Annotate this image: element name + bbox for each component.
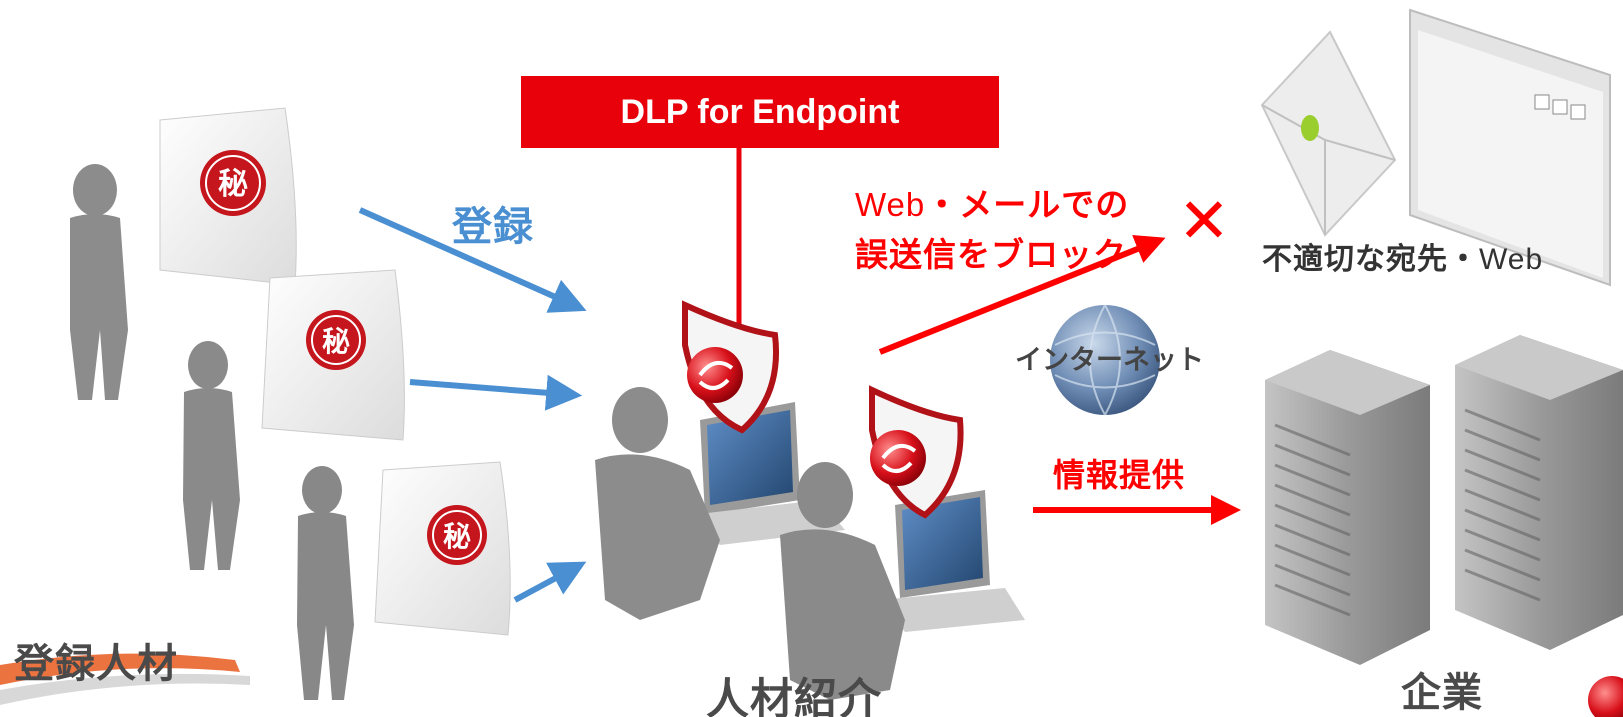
blocked-send-arrow: [878, 234, 1166, 355]
server-icon-2: [1455, 335, 1623, 650]
internet-label: インターネット: [1015, 345, 1204, 376]
block-label-line2: 誤送信をブロック: [855, 235, 1127, 274]
server-icon-1: [1265, 350, 1430, 665]
security-shield-icon-2: [869, 385, 964, 519]
register-arrow-2: [409, 374, 583, 411]
brand-logo-fragment: [1588, 676, 1623, 717]
block-label-mail: ・メールでの: [925, 185, 1130, 224]
staffing-agency-label: 人材紹介: [706, 675, 882, 717]
dlp-for-endpoint-label: DLP for Endpoint: [521, 76, 999, 148]
secret-mark-1: 秘: [218, 167, 248, 202]
blocked-x-icon: ✕: [1178, 184, 1230, 257]
register-arrow-3: [513, 561, 587, 603]
security-shield-icon-1: [682, 300, 779, 434]
block-label-web: Web: [855, 186, 926, 223]
person-silhouette-1: [70, 164, 128, 400]
person-silhouette-3: [297, 466, 354, 700]
block-misdelivery-label: Web・メールでの 誤送信をブロック: [855, 180, 1129, 280]
confidential-document-2: [261, 269, 405, 441]
browser-window-icon: [1409, 8, 1611, 287]
internet-globe-icon: [1050, 304, 1160, 416]
mail-envelope-icon: [1260, 30, 1397, 237]
register-arrow-1: [358, 207, 587, 313]
person-silhouette-2: [183, 341, 240, 570]
confidential-document-3: [374, 461, 511, 636]
secret-mark-2: 秘: [322, 325, 350, 358]
info-provision-label: 情報提供: [1053, 456, 1186, 494]
inappropriate-label-web: Web: [1479, 243, 1544, 276]
registered-candidates-label: 登録人材: [14, 641, 178, 687]
decorative-swoosh: [0, 653, 240, 685]
secret-mark-3: 秘: [443, 520, 471, 553]
inappropriate-destination-label: 不適切な宛先・Web: [1262, 234, 1543, 278]
agency-workstation-2: [780, 462, 1025, 700]
register-label: 登録: [452, 204, 534, 250]
company-label: 企業: [1401, 670, 1483, 716]
inappropriate-label-text: 不適切な宛先・: [1262, 242, 1479, 277]
